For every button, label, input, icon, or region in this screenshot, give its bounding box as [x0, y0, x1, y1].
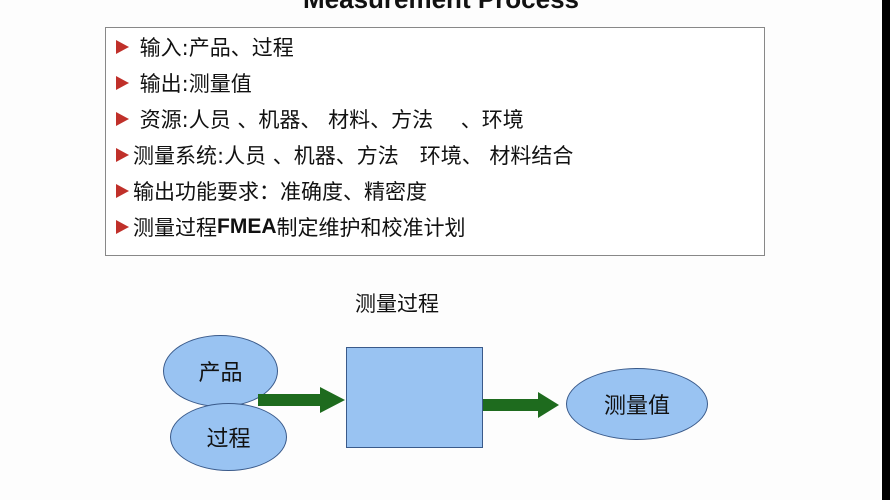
bullet-text: 测量过程 [133, 216, 217, 240]
diagram-title: 测量过程 [355, 292, 439, 316]
bullet-item: 输出功能要求：准确度、精密度 [116, 176, 427, 206]
bullet-item: 资源:人员 、机器、 材料、方法 、环境 [116, 104, 524, 134]
bullet-item: 输入:产品、过程 [116, 32, 294, 62]
arrow-bullet-icon [116, 184, 129, 198]
bullet-text: 测量系统:人员 、机器、方法 环境、 材料结合 [133, 144, 574, 168]
arrow-bullet-icon [116, 76, 129, 90]
bullet-text: 输出功能要求：准确度、精密度 [133, 180, 427, 204]
input-product-ellipse: 产品 [163, 335, 278, 407]
bullet-text: 资源:人员 、机器、 材料、方法 、环境 [133, 108, 524, 132]
bullet-text: 制定维护和校准计划 [276, 216, 466, 240]
output-arrow-icon [483, 392, 559, 418]
ellipse-label: 测量值 [603, 394, 670, 419]
bullet-list-box: 输入:产品、过程 输出:测量值 资源:人员 、机器、 材料、方法 、环境 测量系… [105, 27, 765, 256]
arrow-bullet-icon [116, 112, 129, 126]
slide-title: Measurement Process [0, 0, 882, 15]
bullet-item: 输出:测量值 [116, 68, 252, 98]
arrow-bullet-icon [116, 40, 129, 54]
bullet-item: 测量系统:人员 、机器、方法 环境、 材料结合 [116, 140, 573, 170]
ellipse-label: 产品 [198, 361, 243, 386]
bullet-text-bold: FMEA [217, 215, 277, 238]
input-arrow-icon [258, 387, 345, 413]
bullet-text: 输出:测量值 [133, 72, 252, 96]
arrow-bullet-icon [116, 220, 129, 234]
output-ellipse: 测量值 [566, 368, 708, 440]
bullet-text: 输入:产品、过程 [133, 36, 294, 60]
process-box [346, 347, 483, 448]
input-process-ellipse: 过程 [170, 403, 287, 471]
black-edge [882, 0, 890, 500]
arrow-bullet-icon [116, 148, 129, 162]
ellipse-label: 过程 [206, 427, 251, 452]
